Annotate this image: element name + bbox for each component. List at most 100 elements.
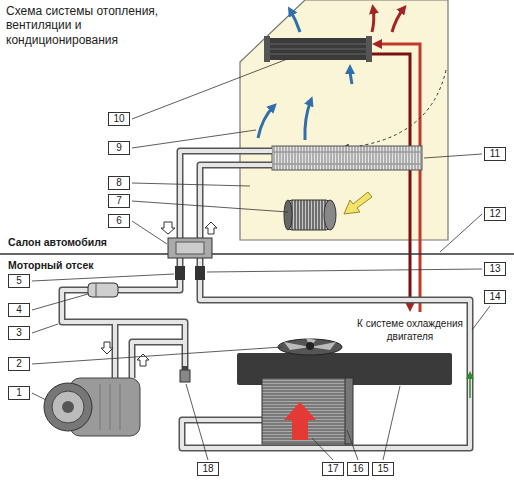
compressor <box>62 401 74 413</box>
leader-lines <box>347 430 358 460</box>
label-holder: 4 <box>8 303 30 317</box>
warm-air-arrows <box>372 8 404 32</box>
zone-label: Моторный отсек <box>8 259 94 272</box>
refrigerant-pipe-outline <box>200 165 272 238</box>
leader-lines <box>383 386 400 460</box>
cabin-air-box <box>240 0 448 240</box>
flow-arrow-green <box>469 374 471 398</box>
callout-number: 12 <box>484 207 506 221</box>
refrigerant-pipe-outline <box>132 342 185 378</box>
callout-number: 14 <box>484 290 506 304</box>
label-holder: К системе охлаждения двигателя <box>356 318 464 343</box>
pressure-sensor <box>180 370 190 382</box>
pipe-fittings <box>175 266 185 280</box>
label-holder: 17 <box>322 462 344 476</box>
air-damper-path <box>344 70 446 148</box>
blower-fan <box>284 200 336 230</box>
refrigerant-pipe <box>62 151 470 448</box>
leader-lines <box>32 347 282 364</box>
expansion-valve <box>176 242 204 254</box>
cabin-air-box <box>240 0 448 240</box>
cabin-partition-line <box>0 253 514 255</box>
callout-number: 1 <box>8 386 30 400</box>
label-holder: 18 <box>197 462 219 476</box>
compressor <box>110 384 111 430</box>
leader-lines <box>32 274 174 281</box>
pipe-fittings <box>195 266 205 280</box>
cool-air-arrows <box>350 68 352 84</box>
callout-number: 16 <box>347 462 369 476</box>
air-damper-path <box>344 70 446 148</box>
title-holder: Схема системы отопления, вентиляции и ко… <box>6 4 166 47</box>
heater-core <box>366 36 372 62</box>
ram-air-arrow <box>284 402 316 440</box>
warm-air-arrows <box>392 8 404 32</box>
leader-lines <box>132 130 256 148</box>
flow-direction-arrows <box>101 342 113 354</box>
label-holder: 10 <box>108 112 130 126</box>
condenser-fan <box>306 342 314 350</box>
zone-label: Салон автомобиля <box>8 236 107 249</box>
callout-number: 15 <box>372 462 394 476</box>
callout-number: 6 <box>108 214 130 228</box>
leader-lines <box>472 306 490 330</box>
cabin-partition-line <box>0 254 514 255</box>
evaporator <box>272 163 422 165</box>
compressor <box>44 383 92 431</box>
heater-core <box>270 44 366 45</box>
callout-number: 17 <box>322 462 344 476</box>
refrigerant-pipe <box>132 342 185 378</box>
heater-core <box>264 36 372 62</box>
receiver-dryer <box>96 283 97 297</box>
callout-number: 9 <box>108 141 130 155</box>
callout-number: 8 <box>108 176 130 190</box>
label-holder: 7 <box>108 194 130 208</box>
condenser <box>345 378 353 444</box>
label-holder: 14 <box>484 290 506 304</box>
compressor <box>120 384 121 430</box>
callout-number: 7 <box>108 194 130 208</box>
condenser-fan <box>278 338 342 355</box>
label-holder: 1 <box>8 386 30 400</box>
condenser-fan <box>278 339 342 355</box>
leader-lines <box>132 58 290 119</box>
callout-number: 4 <box>8 303 30 317</box>
label-holder: 8 <box>108 176 130 190</box>
receiver-dryer <box>88 283 118 297</box>
callout-number: 10 <box>108 112 130 126</box>
label-holder: 2 <box>8 357 30 371</box>
label-holder: 11 <box>484 147 506 161</box>
leader-lines <box>440 214 482 252</box>
label-holder: 6 <box>108 214 130 228</box>
expansion-valve <box>168 238 212 258</box>
callout-number: 13 <box>484 262 506 276</box>
heater-core <box>264 36 270 62</box>
leader-lines <box>207 269 482 272</box>
refrigerant-pipe <box>180 151 272 238</box>
condenser <box>262 378 353 444</box>
leader-lines <box>424 154 482 158</box>
evaporator <box>272 151 422 153</box>
leader-lines <box>32 58 490 460</box>
diagram-title: Схема системы отопления, вентиляции и ко… <box>6 4 166 47</box>
warm-air-arrows <box>372 8 374 32</box>
pressure-sensor <box>182 366 188 370</box>
outside-air-arrow <box>344 192 372 214</box>
compressor <box>52 391 84 423</box>
refrigerant-pipe-outline <box>62 151 470 448</box>
receiver-dryer <box>88 283 118 297</box>
callout-number: 11 <box>484 147 506 161</box>
label-holder: 13 <box>484 262 506 276</box>
refrigerant-pipe-outline <box>182 258 470 448</box>
refrigerant-pipe-outline <box>112 322 119 378</box>
leader-lines <box>186 384 208 460</box>
refrigerant-pipe <box>62 258 185 370</box>
flow-direction-arrows <box>205 222 217 234</box>
refrigerant-pipe <box>182 258 470 448</box>
flow-direction-arrows <box>161 222 175 234</box>
evaporator <box>272 146 422 170</box>
callout-number: 5 <box>8 274 30 288</box>
coolant-pipes <box>372 44 420 312</box>
condenser <box>262 378 350 444</box>
compressor <box>100 384 101 430</box>
